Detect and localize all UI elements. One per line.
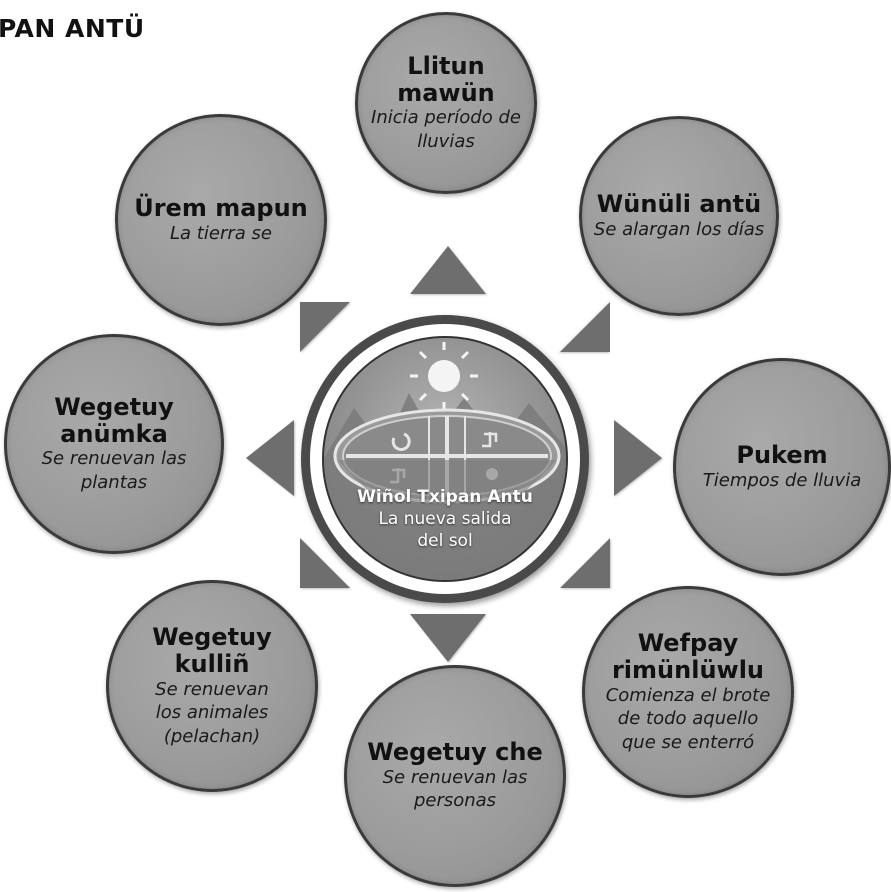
node-description: (pelachan) (163, 725, 261, 747)
node-title-line2: kulliñ (174, 649, 250, 678)
node-title-line2: anümka (60, 419, 168, 448)
node-description: Se renuevan las (382, 767, 528, 789)
node-wefpay-rimunluwlu: Wefpay rimünlüwlu Comienza el brote de t… (582, 586, 794, 798)
center-emblem: Wiñol Txipan Antu La nueva salida del so… (301, 315, 589, 603)
node-urem-mapun: Ürem mapun La tierra se (115, 114, 327, 326)
node-wegetuy-kullin: Wegetuy kulliñ Se renuevan los animales … (106, 580, 318, 792)
center-subtitle: del sol (417, 531, 473, 552)
node-description: lluvias (417, 130, 475, 152)
node-description: La tierra se (170, 222, 272, 244)
node-wegetuy-anumka: Wegetuy anümka Se renuevan las plantas (4, 334, 224, 554)
arrow-right-icon (614, 420, 662, 496)
node-title: Wegetuy che (367, 738, 543, 767)
arrow-up-left-icon (300, 302, 350, 352)
node-title: Pukem (736, 440, 828, 469)
center-caption: Wiñol Txipan Antu La nueva salida del so… (324, 486, 566, 552)
center-subtitle: La nueva salida (378, 509, 512, 530)
node-description: Inicia período de (371, 107, 521, 129)
node-title: Wegetuy (152, 623, 272, 652)
page-title: PAN ANTÜ (0, 14, 145, 43)
node-title: Ürem mapun (134, 193, 308, 222)
node-description: Se renuevan (155, 678, 269, 700)
arrow-down-icon (410, 614, 486, 662)
node-title: Llitun mawün (397, 51, 495, 107)
node-wegetuy-che: Wegetuy che Se renuevan las personas (344, 665, 566, 887)
node-description: Se renuevan las (41, 448, 187, 470)
node-description: plantas (80, 471, 148, 493)
arrow-up-right-icon (560, 302, 610, 352)
arrow-down-right-icon (560, 538, 610, 588)
center-title: Wiñol Txipan Antu (357, 487, 533, 507)
node-title: Wünüli antü (596, 189, 762, 218)
node-title-line2: rimünlüwlu (611, 655, 765, 684)
center-image: Wiñol Txipan Antu La nueva salida del so… (322, 336, 568, 582)
node-description: que se enterró (621, 731, 755, 753)
node-description: Tiempos de lluvia (702, 469, 862, 491)
node-llitun-mawun: Llitun mawün Inicia período de lluvias (355, 12, 537, 194)
node-title: Wegetuy (54, 392, 174, 421)
arrow-left-icon (246, 420, 294, 496)
arrow-up-icon (410, 246, 486, 294)
node-description: los animales (155, 702, 269, 724)
node-description: Se alargan los días (593, 218, 765, 240)
node-description: Comienza el brote (605, 684, 771, 706)
node-title: Wefpay (637, 629, 739, 658)
node-pukem: Pukem Tiempos de lluvia (673, 358, 891, 576)
kultrun-illustration-icon (324, 342, 566, 580)
node-description: de todo aquello (617, 708, 759, 730)
node-description: personas (413, 790, 497, 812)
node-wunuli-antu: Wünüli antü Se alargan los días (579, 116, 779, 316)
